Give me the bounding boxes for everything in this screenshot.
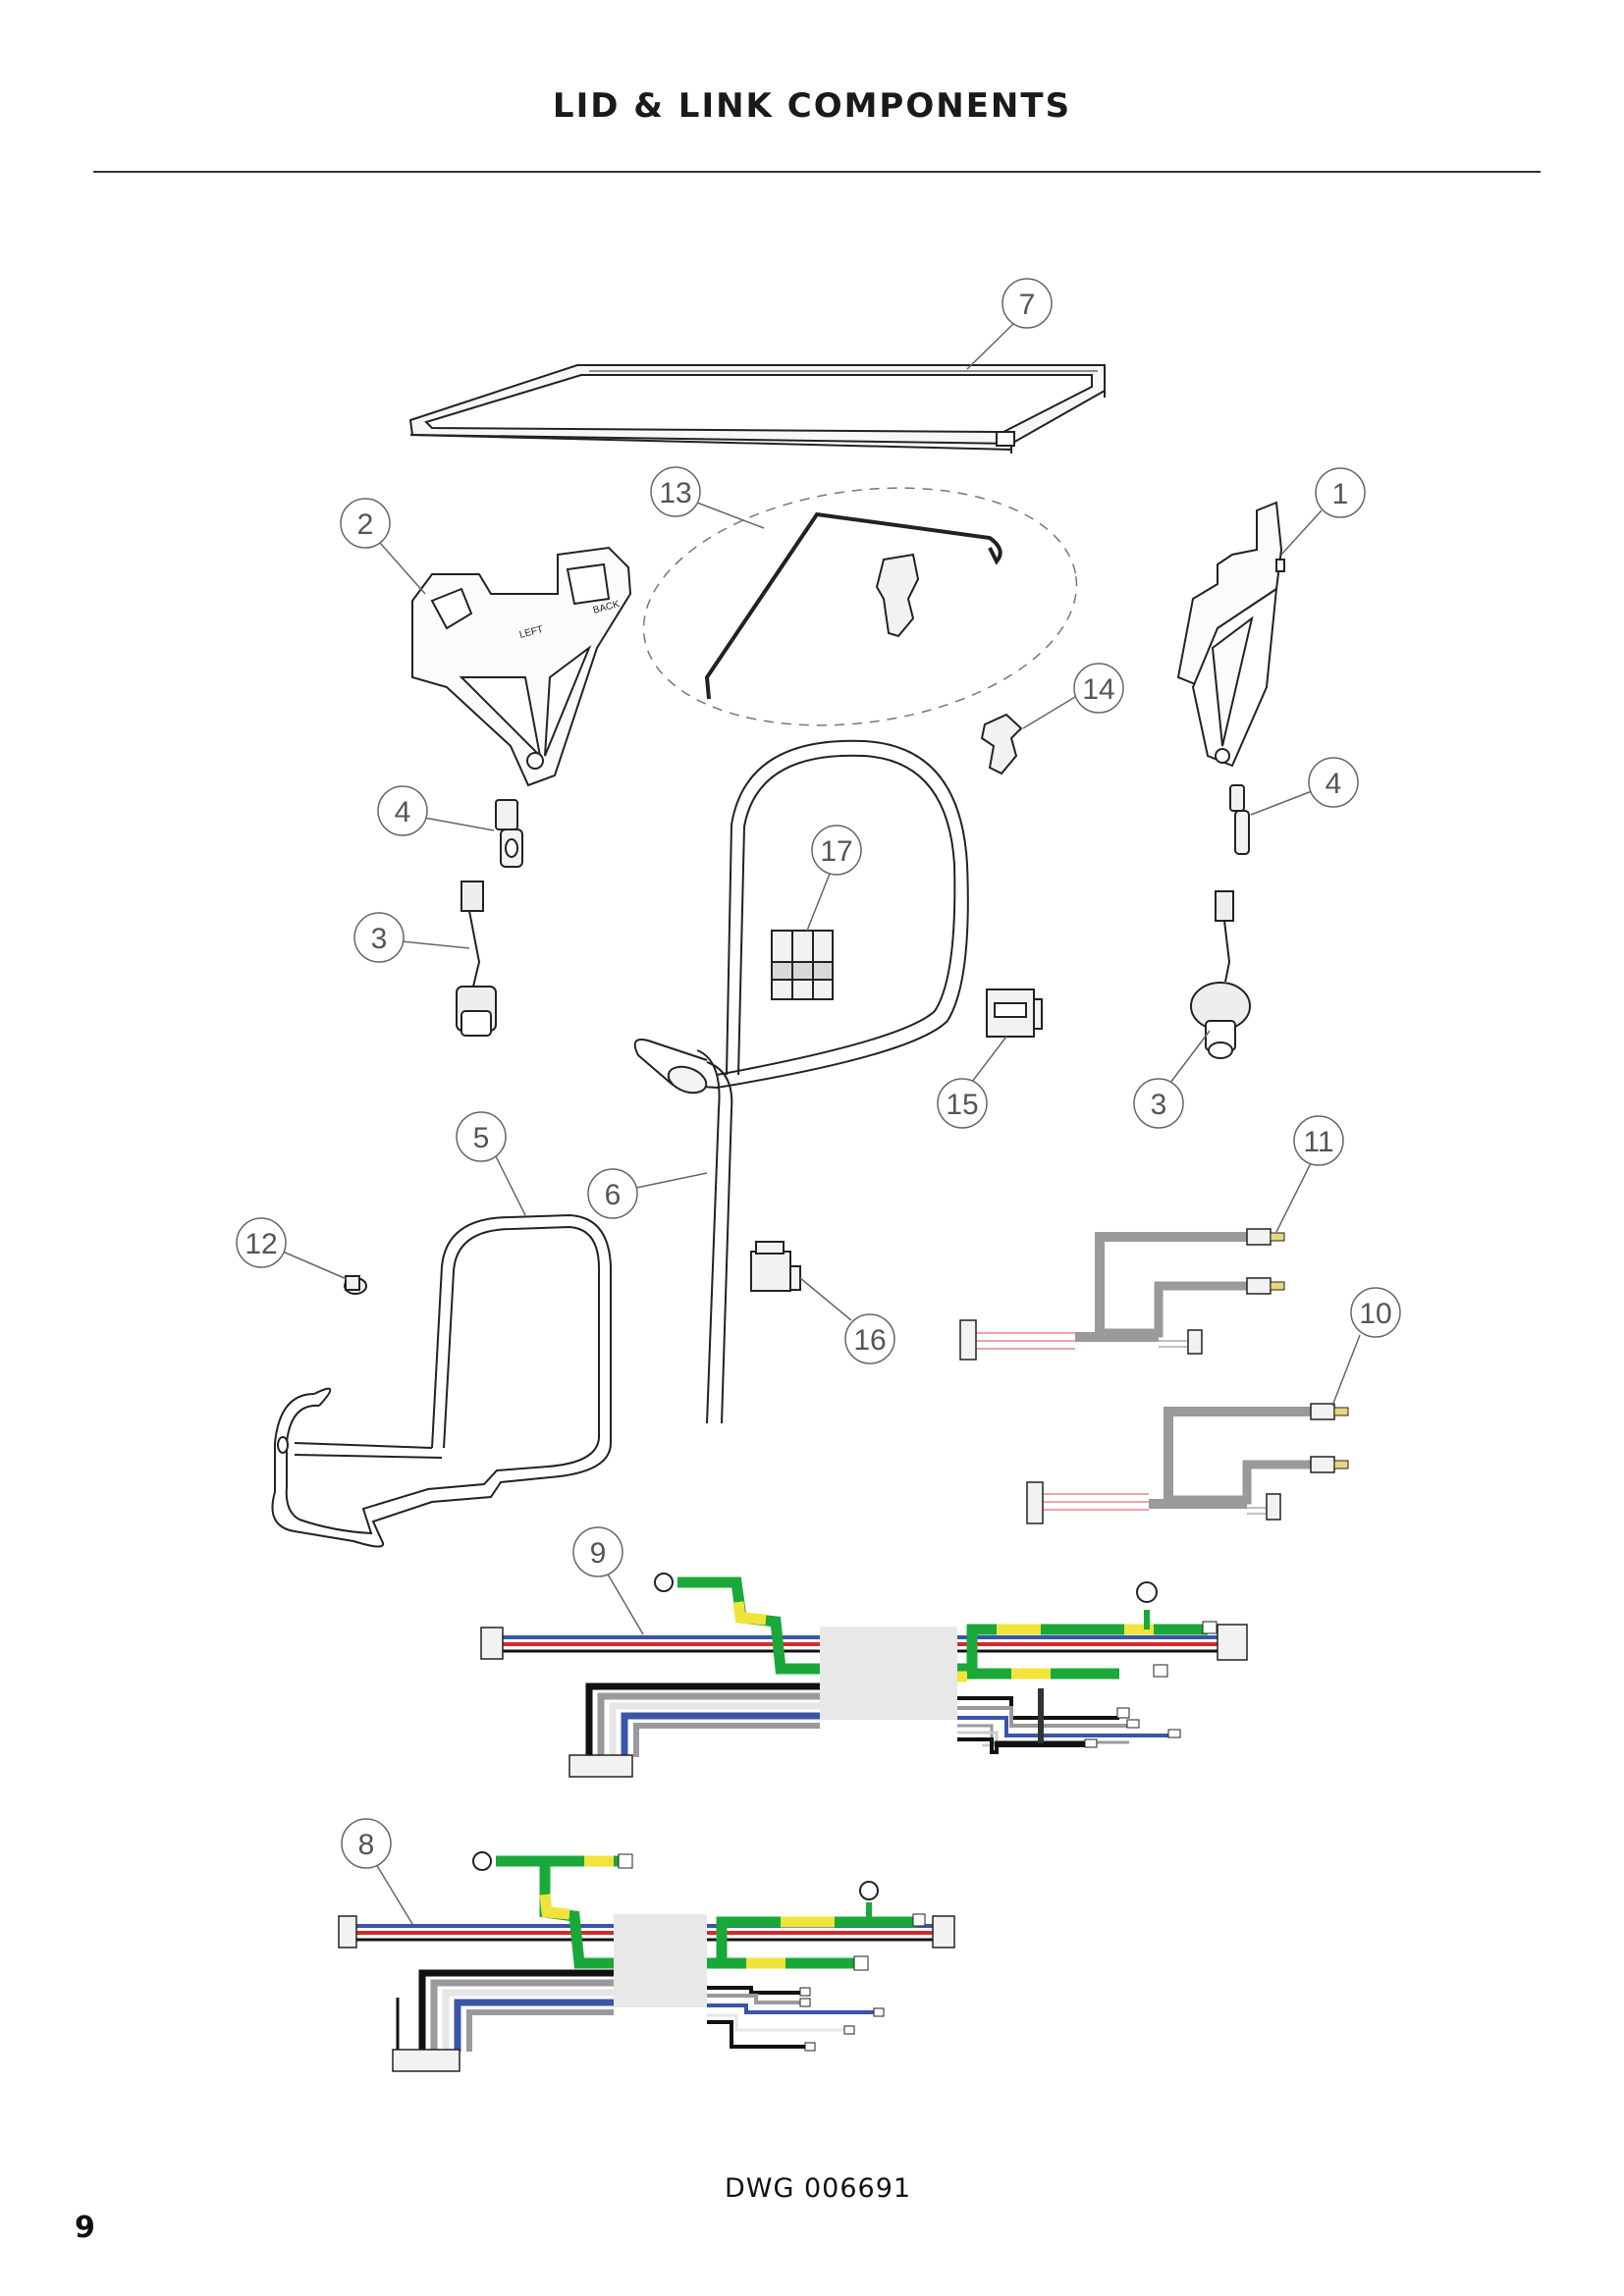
cable-tie <box>344 1275 367 1295</box>
drawing-number: DWG 006691 <box>725 2173 912 2204</box>
svg-text:6: 6 <box>605 1179 622 1211</box>
right-hinge-bracket <box>1176 501 1285 768</box>
callout-5: 5 <box>456 1111 526 1216</box>
svg-text:15: 15 <box>946 1089 978 1121</box>
svg-text:10: 10 <box>1359 1298 1391 1330</box>
connector-housing <box>750 1241 801 1292</box>
svg-text:14: 14 <box>1082 673 1114 706</box>
harness-10 <box>1026 1403 1349 1524</box>
page-title: LID & LINK COMPONENTS <box>552 86 1072 126</box>
bracket-clip <box>771 930 834 1000</box>
conduit-tube <box>633 739 969 1424</box>
harness-8 <box>338 1851 955 2072</box>
callout-2: 2 <box>340 498 426 595</box>
svg-text:1: 1 <box>1332 478 1349 510</box>
lid-stay-assembly <box>642 487 1078 726</box>
callouts: 7 13 2 1 14 4 4 <box>236 278 1401 1925</box>
lid-frame <box>408 364 1106 454</box>
svg-text:4: 4 <box>1326 768 1342 800</box>
damper-left <box>456 881 497 1037</box>
svg-text:8: 8 <box>358 1829 375 1861</box>
push-fastener <box>980 713 1023 775</box>
svg-text:13: 13 <box>659 477 691 509</box>
harness-11 <box>959 1228 1285 1361</box>
callout-4-left: 4 <box>377 785 495 836</box>
svg-text:5: 5 <box>473 1122 490 1154</box>
title-divider <box>93 171 1541 173</box>
callout-16: 16 <box>799 1277 895 1364</box>
cable-clamp <box>986 988 1043 1038</box>
svg-text:17: 17 <box>820 835 852 868</box>
callout-11: 11 <box>1275 1115 1344 1233</box>
svg-text:9: 9 <box>590 1537 607 1570</box>
callout-9: 9 <box>572 1526 644 1635</box>
callout-10: 10 <box>1331 1287 1401 1407</box>
svg-text:3: 3 <box>1151 1089 1167 1121</box>
callout-3-left: 3 <box>353 912 470 963</box>
page-number: 9 <box>75 2211 95 2245</box>
callout-3-right: 3 <box>1133 1030 1211 1129</box>
callout-4-right: 4 <box>1250 757 1359 816</box>
svg-text:16: 16 <box>853 1324 886 1357</box>
callout-14: 14 <box>1022 663 1124 729</box>
damper-right <box>1190 890 1251 1059</box>
callout-8: 8 <box>341 1818 413 1925</box>
callout-7: 7 <box>966 278 1053 370</box>
lid-seal <box>271 1213 612 1548</box>
svg-text:7: 7 <box>1019 289 1036 321</box>
svg-text:3: 3 <box>371 923 388 955</box>
callout-15: 15 <box>937 1036 1007 1129</box>
svg-text:11: 11 <box>1303 1126 1333 1158</box>
harness-9 <box>480 1573 1248 1778</box>
callout-17: 17 <box>806 825 862 932</box>
callout-13: 13 <box>650 466 765 529</box>
svg-text:12: 12 <box>244 1228 277 1260</box>
callout-1: 1 <box>1280 467 1366 556</box>
svg-text:2: 2 <box>357 508 374 541</box>
left-hinge-bracket: LEFT BACK <box>411 546 632 787</box>
clip-left <box>495 799 523 868</box>
svg-text:4: 4 <box>395 796 411 828</box>
callout-6: 6 <box>587 1168 708 1219</box>
clip-right <box>1229 784 1250 855</box>
callout-12: 12 <box>236 1217 348 1280</box>
